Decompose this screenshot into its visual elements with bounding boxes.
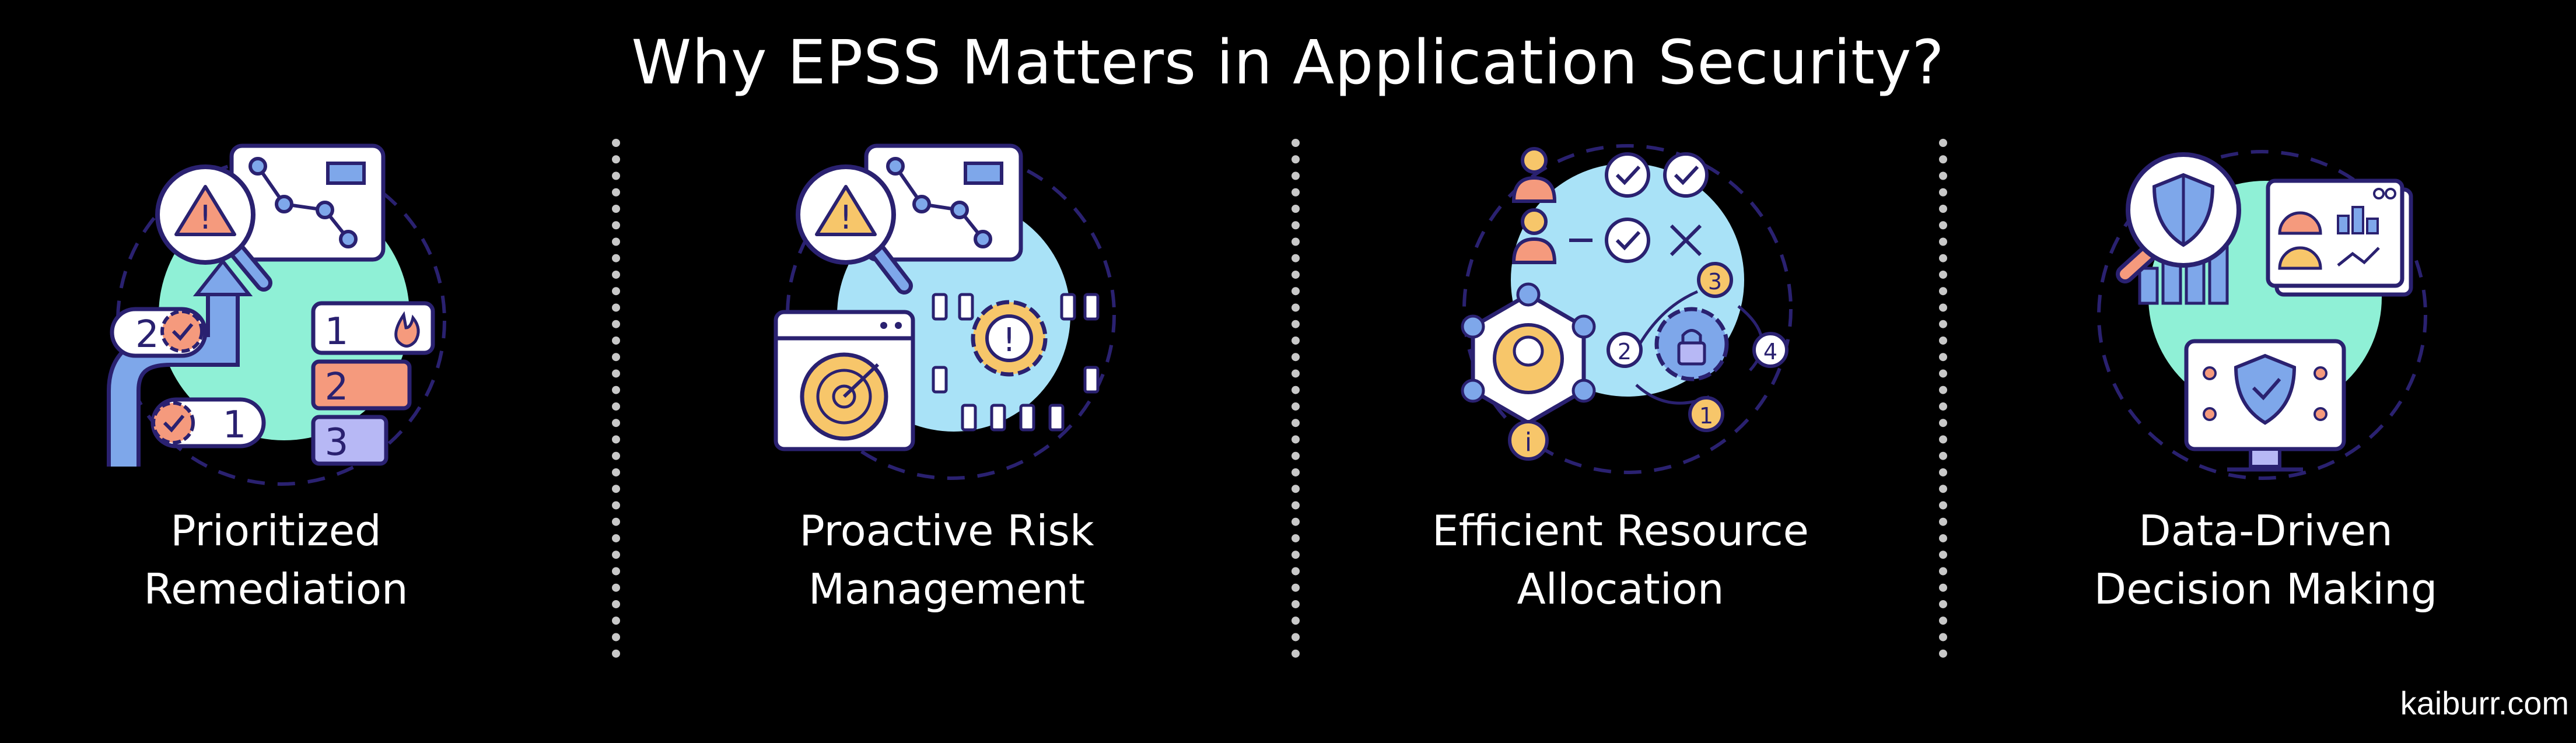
- efficient-resource-allocation-icon: i 3 2 4 1: [1435, 140, 1808, 490]
- section-label-line: Proactive Risk: [799, 506, 1094, 555]
- section-label-line: Remediation: [144, 565, 408, 614]
- section-label: Proactive Risk Management: [655, 502, 1238, 618]
- rank-number: 3: [325, 421, 349, 464]
- step-number: 4: [1763, 339, 1777, 365]
- svg-text:!: !: [1003, 321, 1016, 359]
- section-label-line: Efficient Resource: [1432, 506, 1809, 555]
- svg-text:!: !: [839, 199, 852, 237]
- rank-number: 2: [325, 366, 349, 409]
- section-label: Prioritized Remediation: [0, 502, 568, 618]
- section-label-line: Allocation: [1517, 565, 1724, 614]
- section-label-line: Prioritized: [170, 506, 382, 555]
- section-label-line: Decision Making: [2094, 565, 2438, 614]
- section-label: Efficient Resource Allocation: [1329, 502, 1912, 618]
- step-number: 1: [1699, 403, 1713, 429]
- section-label-line: Data-Driven: [2138, 506, 2393, 555]
- section-divider: [612, 139, 620, 658]
- svg-text:i: i: [1525, 427, 1532, 457]
- rank-number: 1: [325, 310, 349, 353]
- step-number: 3: [1708, 269, 1722, 295]
- section-label: Data-Driven Decision Making: [1974, 502, 2557, 618]
- rank-number: 2: [135, 313, 159, 356]
- section-divider: [1939, 139, 1947, 658]
- prioritized-remediation-icon: ! 2 1 1 2 3: [89, 140, 462, 490]
- data-driven-decision-icon: [2081, 140, 2455, 490]
- svg-text:!: !: [199, 199, 212, 237]
- proactive-risk-management-icon: ! !: [758, 140, 1132, 490]
- footer-domain: kaiburr.com: [2400, 685, 2569, 721]
- section-label-line: Management: [808, 565, 1086, 614]
- section-divider: [1292, 139, 1300, 658]
- step-number: 2: [1618, 339, 1632, 365]
- rank-number: 1: [223, 404, 247, 447]
- page-title: Why EPSS Matters in Application Security…: [631, 27, 1945, 98]
